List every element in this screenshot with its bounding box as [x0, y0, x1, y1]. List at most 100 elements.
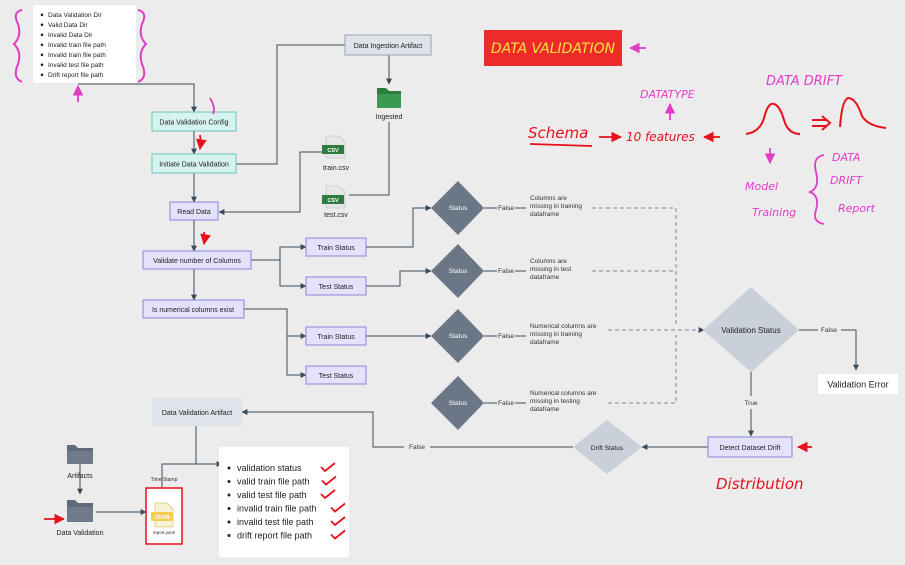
artifacts-label: Artifacts — [67, 473, 93, 480]
check-icon — [330, 529, 346, 540]
config-list-bullet — [40, 73, 44, 77]
message-4-line-1: Numerical columns are — [530, 390, 597, 397]
config-list-item: Invalid Data Dir — [48, 32, 93, 39]
ingested-label: Ingested — [376, 114, 403, 121]
artifacts-folder-icon — [67, 445, 93, 464]
features-label: 10 features — [626, 130, 695, 144]
initiate-box-label: Initiate Data Validation — [159, 162, 229, 169]
status-diamond-2-label: Status — [449, 268, 468, 275]
report-line-1: DATA — [832, 151, 860, 164]
report-line-2: DRIFT — [830, 174, 864, 187]
numerical-box — [142, 299, 245, 319]
config-list-bullet — [40, 53, 44, 57]
false-label-drift: False — [409, 444, 425, 451]
artifact-list-item: valid train file path — [237, 477, 310, 487]
red-arrow-icon-1 — [196, 134, 207, 151]
check-icon — [320, 489, 336, 500]
artifact-list-bullet — [227, 507, 231, 510]
config-list-bullet — [40, 43, 44, 47]
distribution-curve-icons — [745, 96, 887, 135]
test-status-label-2: Test Status — [319, 373, 354, 380]
validate-columns-label: Validate number of Columns — [153, 258, 241, 265]
train-csv-icon — [322, 135, 346, 159]
train-status-box-2 — [305, 326, 367, 346]
red-arrow-icon-2 — [200, 231, 211, 246]
validation-artifact-box — [152, 398, 242, 426]
drift-status-diamond — [573, 420, 642, 474]
data-validation-folder-icon — [67, 500, 93, 522]
message-3-line-2: missing in training — [530, 331, 582, 338]
config-list-bullet — [40, 23, 44, 27]
detect-drift-box — [707, 436, 793, 458]
message-4-line-3: dataframe — [530, 406, 560, 413]
model-label: Model — [745, 180, 778, 193]
message-1: Columns are missing in training datafram… — [530, 195, 584, 218]
magenta-brace-icon — [807, 154, 825, 225]
false-label-1: False — [498, 205, 514, 212]
test-csv-icon — [322, 185, 346, 209]
train-csv-badge: CSV — [327, 148, 339, 154]
initiate-box — [151, 153, 237, 174]
config-list-item: Drift report file path — [48, 72, 104, 79]
report-file-label: report.yaml — [153, 530, 176, 535]
config-list-item: Invalid test file path — [48, 62, 104, 69]
magenta-tick-icon — [209, 97, 215, 115]
schema-label: Schema — [528, 124, 588, 142]
test-status-box-1 — [305, 276, 367, 296]
data-drift-label: DATA DRIFT — [766, 74, 843, 89]
red-arrow-icons — [44, 131, 812, 525]
message-2-line-3: dataframe — [530, 274, 560, 281]
false-label-validation: False — [821, 327, 837, 334]
numerical-label: Is numerical columns exist — [152, 307, 234, 314]
test-status-label-1: Test Status — [319, 284, 354, 291]
dashed-connectors — [592, 207, 705, 404]
validation-status-label: Validation Status — [721, 326, 780, 335]
config-box — [151, 111, 237, 132]
report-line-3: Report — [838, 202, 876, 215]
config-list-bullet — [40, 33, 44, 37]
json-file-icon — [151, 502, 174, 528]
config-list-bullet — [40, 63, 44, 67]
artifact-list-item: drift report file path — [237, 531, 312, 541]
message-4-line-2: missing in testing — [530, 398, 580, 405]
distribution-label: Distribution — [716, 475, 804, 493]
heading-label: DATA VALIDATION — [491, 41, 616, 57]
message-2-line-2: missing in test — [530, 266, 571, 273]
check-icon — [320, 462, 336, 473]
status-diamond-1-label: Status — [449, 205, 468, 212]
false-label-3: False — [498, 333, 514, 340]
train-csv-label: train.csv — [323, 165, 350, 172]
test-csv-badge: CSV — [327, 198, 339, 204]
status-diamond-3 — [431, 309, 484, 363]
drift-status-label: Drift Status — [591, 445, 624, 452]
config-list-panel — [33, 5, 136, 83]
message-2-line-1: Columns are — [530, 258, 567, 265]
heading-box — [484, 30, 622, 66]
json-badge: JSON — [155, 515, 170, 521]
artifact-list-bullet — [227, 520, 231, 524]
validation-status-diamond — [703, 287, 799, 372]
test-csv-label: test.csv — [324, 212, 348, 219]
status-diamond-4 — [431, 376, 484, 430]
equals-arrow-icon — [812, 115, 832, 131]
message-1-line-3: dataframe — [530, 211, 560, 218]
artifact-list-bullet — [227, 493, 231, 497]
status-diamond-3-label: Status — [449, 333, 468, 340]
time-stamp-label: Time Stamp — [151, 477, 178, 483]
artifact-list-bullet — [227, 480, 231, 483]
read-data-label: Read Data — [177, 209, 211, 216]
flow-boxes: Data Ingestion Artifact Data Validation … — [142, 34, 898, 458]
config-box-label: Data Validation Config — [159, 120, 228, 127]
train-status-label-2: Train Status — [317, 334, 355, 341]
train-status-label-1: Train Status — [317, 245, 355, 252]
data-validation-label: Data Validation — [57, 530, 104, 537]
training-label: Training — [752, 206, 796, 219]
config-list-item: Valid Data Dir — [48, 22, 88, 29]
check-icons — [320, 462, 346, 540]
status-diamond-2 — [431, 244, 484, 298]
config-list-item: Invalid train file path — [48, 52, 106, 59]
message-3: Numerical columns are missing in trainin… — [530, 323, 598, 346]
schema-underline — [529, 143, 593, 147]
